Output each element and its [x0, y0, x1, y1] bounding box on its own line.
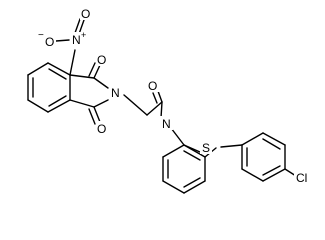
atom-label-o: O [81, 7, 90, 21]
atom-label-n: N [162, 117, 171, 131]
bond [146, 101, 163, 116]
chlorine-label: Cl [294, 170, 313, 185]
bond [262, 132, 286, 146]
bond [241, 132, 264, 146]
bond [162, 180, 185, 194]
imide-oxygen-top-label: O [96, 52, 108, 67]
bond [262, 138, 281, 150]
amide-nitrogen-label: N [160, 116, 173, 131]
bond [48, 95, 67, 107]
amide-oxygen-label: O [147, 78, 160, 93]
bond [78, 19, 85, 35]
bond [183, 150, 201, 161]
bond [69, 74, 95, 79]
bond [262, 168, 286, 182]
bond [74, 18, 81, 34]
bond [69, 99, 95, 108]
atom-labels: N + O − O O O N O N [38, 6, 313, 185]
atom-label-o: O [148, 79, 157, 93]
bond [152, 92, 158, 104]
atom-label-o: O [97, 122, 106, 136]
atom-label-n: N [72, 33, 81, 47]
nitro-nitrogen-label: N + [70, 30, 86, 47]
bond [241, 168, 264, 182]
atom-label-o: O [45, 35, 54, 49]
bonds [27, 18, 297, 194]
bond [220, 144, 243, 148]
bond [262, 165, 281, 176]
charge-minus: − [38, 30, 44, 41]
atom-label-s: S [202, 141, 210, 155]
bond [93, 99, 109, 108]
bond [47, 62, 71, 76]
bond [183, 177, 201, 188]
sulfur-label: S [200, 140, 212, 155]
charge-plus: + [81, 30, 86, 40]
bond [160, 101, 163, 119]
bond [88, 62, 96, 77]
bond [55, 39, 70, 42]
bond [183, 144, 201, 153]
bond [170, 127, 185, 146]
structure-canvas: N + O − O O O N O N [27, 6, 313, 194]
bond [157, 90, 163, 103]
bond [27, 62, 49, 76]
atom-label-o: O [97, 53, 106, 67]
atom-label-n: N [111, 86, 120, 100]
bond [88, 108, 96, 125]
bond [48, 68, 67, 80]
nitro-oxygen-top-label: O [80, 6, 92, 21]
bond [93, 106, 101, 123]
atom-label-cl: Cl [296, 171, 307, 185]
chemical-structure-diagram: N + O − O O O N O N [27, 6, 313, 194]
bond [162, 144, 185, 158]
imide-nitrogen-label: N [109, 85, 122, 100]
bond [27, 99, 49, 113]
bond [183, 180, 206, 194]
bond [123, 94, 148, 116]
bond [47, 99, 71, 113]
imide-oxygen-bottom-label: O [96, 121, 108, 136]
bond [93, 77, 109, 89]
bond [93, 64, 101, 79]
bond [69, 49, 76, 76]
nitro-oxygen-left-label: − O [38, 30, 56, 49]
